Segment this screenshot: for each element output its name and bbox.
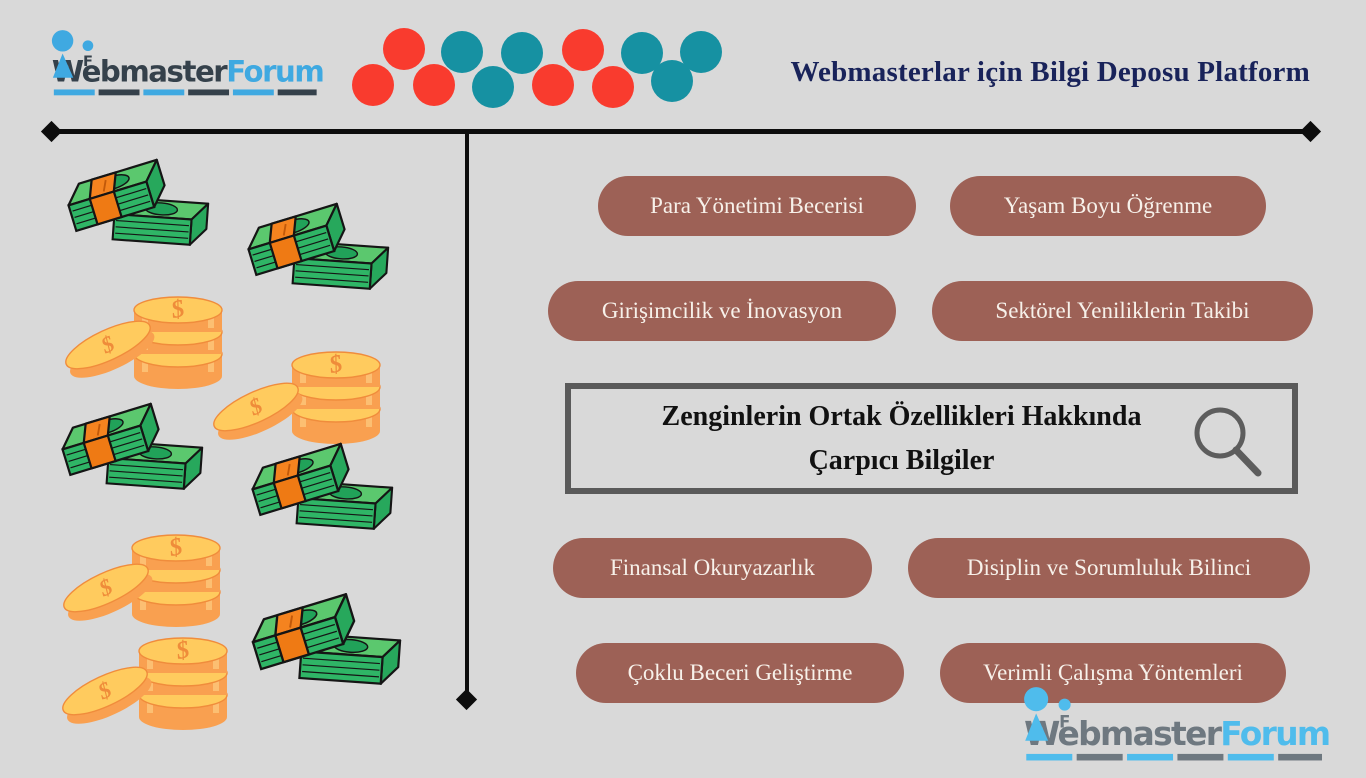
money-stack bbox=[243, 204, 388, 290]
svg-text:WebmasterForum: WebmasterForum bbox=[52, 55, 323, 89]
horizontal-divider bbox=[50, 129, 1312, 134]
pill-yasam-boyu[interactable]: Yaşam Boyu Öğrenme bbox=[950, 176, 1266, 236]
page-tagline: Webmasterlar için Bilgi Deposu Platform bbox=[790, 56, 1310, 88]
decorative-dots bbox=[0, 0, 1366, 130]
logo-word-webmaster: Webmaster bbox=[1024, 715, 1223, 753]
leaning-coin bbox=[207, 373, 309, 450]
logo-word-webmaster: Webmaster bbox=[52, 55, 228, 89]
main-title-box: Zenginlerin Ortak Özellikleri Hakkında Ç… bbox=[565, 383, 1298, 494]
dot-teal bbox=[441, 31, 483, 73]
logo-word-forum: Forum bbox=[1220, 715, 1329, 753]
money-illustration: $ $ bbox=[56, 145, 465, 733]
dot-red bbox=[352, 64, 394, 106]
svg-text:F: F bbox=[1059, 713, 1070, 732]
money-stack bbox=[63, 160, 208, 246]
logo-word-forum: Forum bbox=[226, 55, 323, 89]
dot-teal bbox=[501, 32, 543, 74]
svg-text:WebmasterForum: WebmasterForum bbox=[1024, 715, 1329, 753]
pill-disiplin[interactable]: Disiplin ve Sorumluluk Bilinci bbox=[908, 538, 1310, 598]
dot-red bbox=[413, 64, 455, 106]
vertical-divider bbox=[465, 131, 469, 697]
logo-people-icon: F bbox=[1024, 687, 1071, 741]
dot-red bbox=[562, 29, 604, 71]
main-title-line1: Zenginlerin Ortak Özellikleri Hakkında bbox=[661, 401, 1142, 433]
money-stack bbox=[247, 594, 400, 685]
pill-para-yonetimi[interactable]: Para Yönetimi Becerisi bbox=[598, 176, 916, 236]
dot-teal bbox=[472, 66, 514, 108]
webmasterforum-logo-bottom[interactable]: WebmasterForum F bbox=[1006, 686, 1362, 778]
money-stack bbox=[57, 404, 202, 490]
coin-stack bbox=[139, 636, 227, 730]
pill-coklu-beceri[interactable]: Çoklu Beceri Geliştirme bbox=[576, 643, 904, 703]
dot-red bbox=[592, 66, 634, 108]
logo-underline bbox=[1026, 753, 1322, 761]
dot-red bbox=[532, 64, 574, 106]
logo-underline bbox=[53, 89, 317, 96]
logo-people-icon: F bbox=[51, 30, 94, 78]
webmasterforum-logo-top[interactable]: WebmasterForum F bbox=[48, 28, 340, 112]
pill-finansal[interactable]: Finansal Okuryazarlık bbox=[553, 538, 872, 598]
dot-red bbox=[383, 28, 425, 70]
pill-girisimcilik[interactable]: Girişimcilik ve İnovasyon bbox=[548, 281, 896, 341]
coin-stack bbox=[292, 350, 380, 444]
main-title-line2: Çarpıcı Bilgiler bbox=[808, 444, 995, 476]
pill-verimli-calisma[interactable]: Verimli Çalışma Yöntemleri bbox=[940, 643, 1286, 703]
svg-text:F: F bbox=[83, 53, 93, 70]
dot-teal bbox=[680, 31, 722, 73]
pill-sektorel[interactable]: Sektörel Yeniliklerin Takibi bbox=[932, 281, 1313, 341]
money-stack bbox=[247, 444, 392, 530]
magnifier-icon bbox=[1194, 407, 1262, 477]
main-title: Zenginlerin Ortak Özellikleri Hakkında Ç… bbox=[662, 395, 1142, 482]
